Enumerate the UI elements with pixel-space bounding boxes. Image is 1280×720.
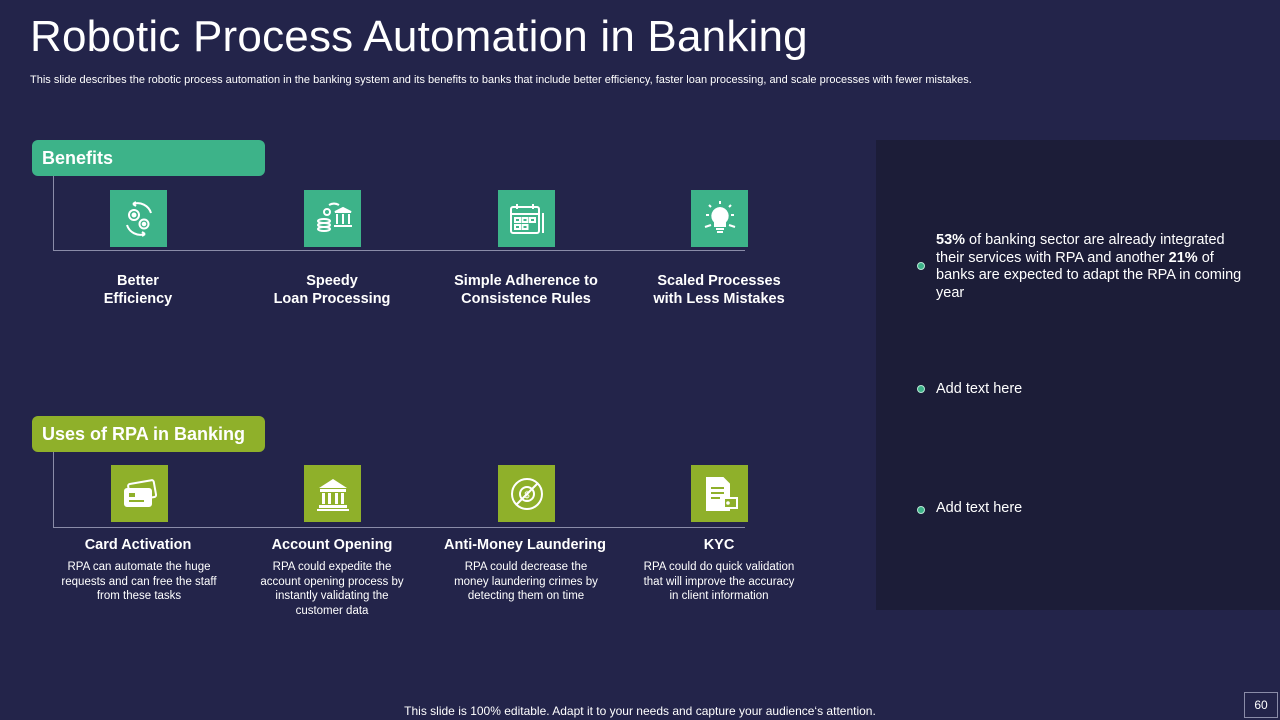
uses-header: Uses of RPA in Banking [32, 416, 265, 452]
use-title-anti-money-laundering: Anti-Money Laundering [444, 537, 606, 553]
use-title-card-activation: Card Activation [84, 537, 192, 553]
use-title-account-opening: Account Opening [271, 537, 393, 553]
slide-footer: This slide is 100% editable. Adapt it to… [404, 704, 876, 718]
calendar-checklist-icon [498, 190, 555, 247]
use-desc-card-activation: RPA can automate the huge requests and c… [61, 561, 217, 602]
bullet-dot-icon [917, 262, 925, 270]
stat-text: 53% of banking sector are already integr… [936, 232, 1242, 301]
no-money-icon: $ [498, 465, 555, 522]
uses-connector-vertical [53, 452, 54, 527]
bank-building-icon [304, 465, 361, 522]
use-title-kyc: KYC [703, 537, 735, 553]
slide-title: Robotic Process Automation in Banking [30, 12, 808, 61]
use-desc-kyc: RPA could do quick validation that will … [643, 561, 795, 602]
lightbulb-gear-icon [691, 190, 748, 247]
benefits-header: Benefits [32, 140, 265, 176]
use-desc-anti-money-laundering: RPA could decrease the money laundering … [454, 561, 598, 602]
svg-text:$: $ [523, 490, 529, 501]
benefits-connector-horizontal [53, 250, 745, 251]
money-bank-icon [304, 190, 361, 247]
id-document-icon [691, 465, 748, 522]
bullet-dot-icon [917, 385, 925, 393]
slide-subtitle: This slide describes the robotic process… [30, 74, 972, 86]
gears-cycle-icon [110, 190, 167, 247]
benefits-connector-vertical [53, 176, 54, 250]
stat-text: Add text here [936, 500, 1023, 516]
page-number: 60 [1244, 692, 1278, 718]
uses-connector-horizontal [53, 527, 745, 528]
stat-text: Add text here [936, 381, 1023, 397]
use-desc-account-opening: RPA could expedite the account opening p… [260, 561, 404, 617]
bullet-dot-icon [917, 506, 925, 514]
stats-panel: 53% of banking sector are already integr… [876, 140, 1280, 610]
credit-card-icon [111, 465, 168, 522]
